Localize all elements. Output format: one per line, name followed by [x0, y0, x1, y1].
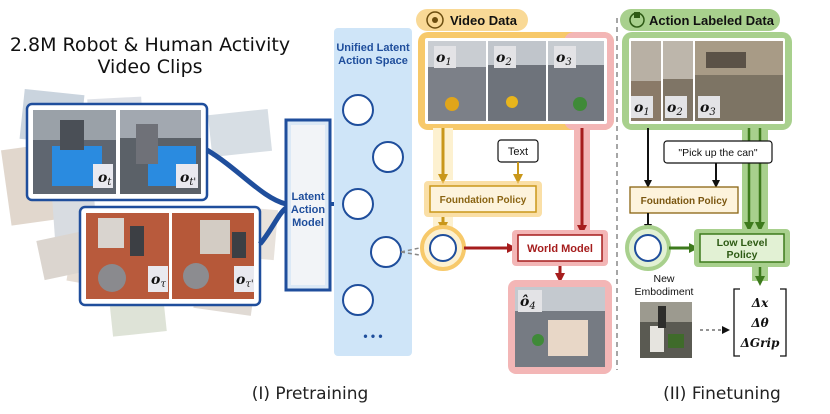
low-level-policy: Low Level Policy: [694, 229, 790, 267]
latent-space-title-line1: Unified Latent: [336, 42, 410, 54]
robot-arm-icon-head: [634, 12, 640, 18]
pretraining-title-line1: 2.8M Robot & Human Activity: [10, 34, 290, 56]
video-icon: [426, 11, 444, 29]
video-frame-o2: o2: [488, 41, 546, 121]
world-model: World Model: [512, 230, 608, 266]
low-level-policy-line1: Low Level: [717, 237, 768, 249]
video-frame-o3-label: o3: [556, 50, 572, 68]
latent-token: [342, 188, 374, 220]
video-frame-o1: o1: [428, 41, 486, 121]
instruction-box: "Pick up the can": [663, 140, 773, 164]
action-delta-theta: Δθ: [750, 316, 768, 330]
action-frame-o3: o3: [695, 41, 783, 121]
latent-token: [342, 94, 374, 126]
frame-o-t: ot: [33, 110, 116, 194]
finetuning-caption: (II) Finetuning: [663, 384, 781, 404]
video-data-title: Video Data: [450, 13, 518, 28]
lam-label-line3: Model: [292, 217, 324, 229]
frame-o-tau-label: oτ: [151, 272, 166, 290]
predicted-frame: ô4: [508, 280, 612, 374]
text-input-label: Text: [508, 146, 528, 158]
lam-label-line1: Latent: [292, 191, 325, 203]
action-frame-o1-label: o1: [634, 100, 650, 118]
frame-o-tau-prime: oτ': [172, 213, 254, 299]
video-frame-o1-label: o1: [436, 50, 452, 68]
lam-label-line2: Action: [291, 204, 326, 216]
pretraining-title-line2: Video Clips: [97, 56, 202, 78]
video-frame-o2-label: o2: [496, 50, 512, 68]
action-frame-o1: o1: [631, 41, 661, 121]
pretraining-caption: (I) Pretraining: [252, 384, 369, 404]
new-embodiment-label-line1: New: [653, 273, 674, 285]
low-level-policy-line2: Policy: [727, 249, 758, 261]
latent-action-model: Latent Action Model: [284, 118, 332, 292]
new-embodiment-label-line2: Embodiment: [635, 286, 694, 298]
finetune-latent-token: [634, 234, 662, 262]
action-data-header: Action Labeled Data: [620, 9, 780, 31]
latent-space-title-line2: Action Space: [338, 55, 408, 67]
video-icon-center: [432, 17, 438, 23]
action-frame-o2-label: o2: [667, 100, 683, 118]
latent-token: [342, 284, 374, 316]
predicted-latent-token: [429, 234, 457, 262]
clip-pair-1: ot ot': [25, 102, 209, 202]
action-frame-o3-label: o3: [700, 100, 716, 118]
action-frame-o2: o2: [663, 41, 693, 121]
action-delta-grip: ΔGrip: [740, 336, 780, 350]
latent-space-ellipsis: • • •: [363, 329, 382, 343]
video-data-header: Video Data: [416, 9, 528, 31]
flow-arrow-clip1-to-lam: [205, 147, 287, 207]
action-delta-x: Δx: [751, 296, 769, 310]
latent-token: [370, 236, 402, 268]
world-model-label: World Model: [527, 243, 593, 255]
action-data-title: Action Labeled Data: [649, 13, 775, 28]
foundation-policy-finetune: Foundation Policy: [629, 186, 739, 214]
frame-o-tau-prime-label: oτ': [236, 272, 254, 290]
frame-o-tau: oτ: [86, 213, 169, 299]
new-embodiment-image: [640, 302, 692, 358]
foundation-policy-finetune-label: Foundation Policy: [641, 196, 728, 207]
frame-o-t-label: ot: [98, 170, 112, 188]
latent-token: [372, 141, 404, 173]
flow-arrow-clip2-to-lam: [258, 206, 288, 246]
frame-o-t-prime: ot': [120, 110, 201, 194]
foundation-policy-pretrain: Foundation Policy: [424, 181, 542, 217]
foundation-policy-pretrain-label: Foundation Policy: [440, 195, 527, 206]
video-frame-o3: o3: [548, 41, 604, 121]
text-input-box: Text: [497, 139, 539, 163]
clip-pair-2: oτ oτ': [78, 205, 262, 307]
latent-action-space: Unified Latent Action Space • • •: [334, 28, 412, 356]
action-output-vector: Δx Δθ ΔGrip: [733, 288, 787, 357]
frame-o-t-prime-label: ot': [180, 170, 196, 188]
instruction-text: "Pick up the can": [678, 147, 758, 159]
predicted-frame-label: ô4: [520, 294, 536, 312]
